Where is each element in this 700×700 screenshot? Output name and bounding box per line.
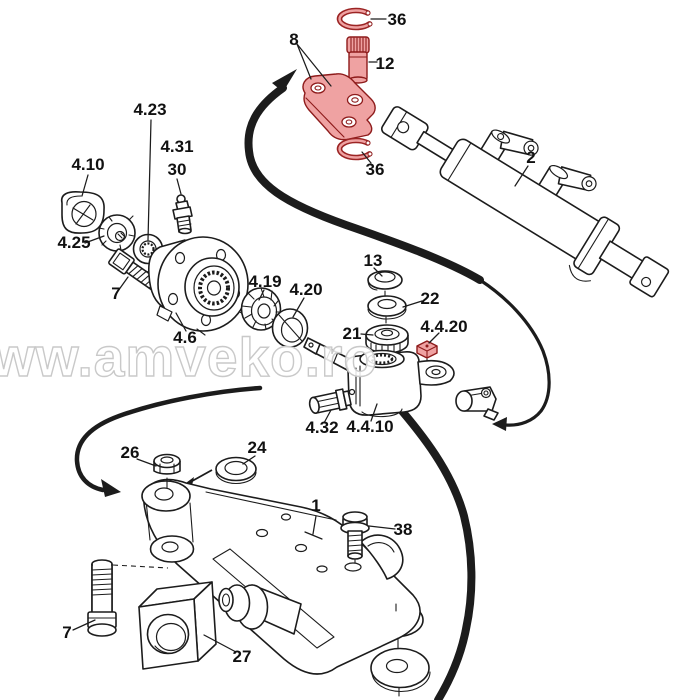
nut-26 — [153, 453, 181, 475]
grease-fitting-30 — [172, 194, 193, 235]
label-4-31: 4.31 — [160, 137, 193, 156]
washer-24 — [215, 456, 257, 485]
label-36-bottom: 36 — [366, 160, 385, 179]
label-36-top: 36 — [388, 10, 407, 29]
label-38: 38 — [394, 520, 413, 539]
link-arm-8 — [302, 73, 376, 141]
label-24: 24 — [248, 438, 267, 457]
label-7-upper: 7 — [111, 284, 120, 303]
bearing-4-19 — [240, 287, 282, 331]
highlighted-parts — [302, 7, 438, 359]
label-7-lower: 7 — [62, 623, 71, 642]
snap-ring-36-top — [336, 7, 373, 31]
leader-lines — [72, 18, 529, 653]
pivot-block-27 — [138, 581, 217, 670]
watermark: ww.amveko.ro — [0, 326, 378, 388]
tie-rod-end — [455, 386, 499, 421]
arrowhead-to-axle — [101, 479, 121, 497]
label-8: 8 — [289, 30, 298, 49]
label-4-23: 4.23 — [133, 100, 166, 119]
wheel-hub-4-6 — [147, 236, 249, 336]
axle-beam-1 — [141, 477, 431, 697]
label-27: 27 — [233, 647, 252, 666]
flow-arrows — [74, 69, 551, 700]
label-21: 21 — [343, 324, 362, 343]
label-22: 22 — [421, 289, 440, 308]
steering-knuckle-4-4-10 — [303, 337, 455, 418]
washer-22 — [367, 295, 407, 320]
label-4-4-20: 4.4.20 — [420, 317, 467, 336]
label-4-19: 4.19 — [248, 272, 281, 291]
bolt-7-lower — [87, 559, 169, 637]
label-12: 12 — [376, 54, 395, 73]
kingpin-stack — [303, 270, 499, 421]
label-13: 13 — [364, 251, 383, 270]
label-4-20: 4.20 — [289, 280, 322, 299]
castle-nut-4-25 — [98, 214, 136, 252]
axle-group — [87, 453, 431, 697]
nut-4-4-20 — [416, 340, 438, 359]
dust-cap-13 — [367, 270, 403, 291]
steering-cylinder-part-2 — [381, 106, 670, 298]
label-4-32: 4.32 — [305, 418, 338, 437]
snap-ring-36-bottom — [336, 137, 373, 161]
label-1: 1 — [311, 496, 320, 515]
hub-cap-4-10 — [60, 191, 105, 234]
label-4-6: 4.6 — [173, 328, 197, 347]
label-2: 2 — [526, 148, 535, 167]
bearing-21 — [365, 324, 409, 354]
label-30: 30 — [168, 160, 187, 179]
arrowhead-to-knuckle — [492, 417, 507, 431]
hub-cluster — [60, 191, 334, 354]
seal-ring-4-20 — [271, 308, 309, 348]
label-4-10: 4.10 — [71, 155, 104, 174]
plug-4-32 — [308, 388, 352, 415]
part-labels: 36 8 12 36 2 4.23 4.31 30 4.10 4.25 7 4.… — [57, 10, 535, 666]
label-4-4-10: 4.4.10 — [346, 417, 393, 436]
label-4-25: 4.25 — [57, 233, 90, 252]
kingpin-12 — [346, 36, 370, 84]
bolt-38 — [340, 511, 370, 572]
label-26: 26 — [121, 443, 140, 462]
